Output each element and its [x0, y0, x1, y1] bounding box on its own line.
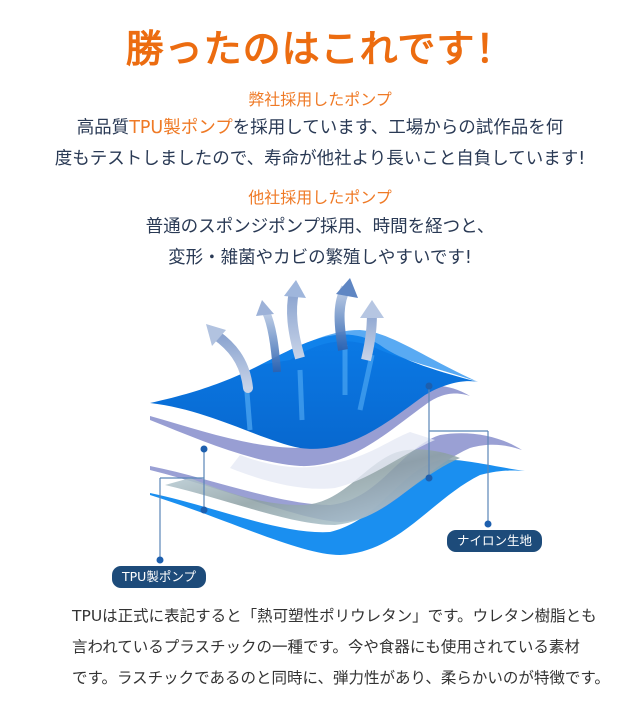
vapor-arrow-icon	[360, 300, 384, 362]
layer-diagram	[0, 270, 640, 600]
footer-line-2: 言われているプラスチックの一種です。今や食器にも使用されている素材	[72, 638, 580, 656]
others-line-1: 普通のスポンジポンプ採用、時間を経つと、	[145, 217, 495, 237]
footer-line-3: です。ラスチックであるのと同時に、弾力性があり、柔らかいのが特徴です。	[72, 669, 610, 687]
vapor-arrow-icon	[256, 300, 281, 373]
vapor-arrow-icon	[334, 278, 358, 351]
vapor-arrow-icon	[284, 280, 306, 360]
ours-line-1-prefix: 高品質	[76, 118, 130, 138]
tpu-highlight: TPU製ポンプ	[129, 118, 233, 138]
tpu-leader-line	[159, 449, 205, 560]
tpu-pump-label: TPU製ポンプ	[112, 566, 206, 588]
bottom-blue-layer	[150, 459, 525, 555]
headline: 勝ったのはこれです！	[125, 27, 515, 71]
ours-line-1-suffix: を採用しています、工場からの試作品を何	[232, 118, 564, 138]
vapor-arrow-icon	[206, 324, 253, 393]
ours-line-2: 度もテストしましたので、寿命が他社より長いこと自負しています!	[54, 149, 586, 169]
others-subtitle: 他社採用したポンプ	[248, 188, 392, 207]
nylon-fabric-label: ナイロン生地	[447, 530, 543, 552]
footer-line-1: TPUは正式に表記すると「熱可塑性ポリウレタン」です。ウレタン樹脂とも	[72, 607, 597, 625]
nylon-leader-line	[428, 386, 489, 523]
ours-line-1: 高品質TPU製ポンプを採用しています、工場からの試作品を何	[0, 114, 640, 139]
ours-subtitle: 弊社採用したポンプ	[248, 90, 392, 109]
others-line-2: 変形・雑菌やカビの繁殖しやすいです!	[168, 248, 472, 268]
